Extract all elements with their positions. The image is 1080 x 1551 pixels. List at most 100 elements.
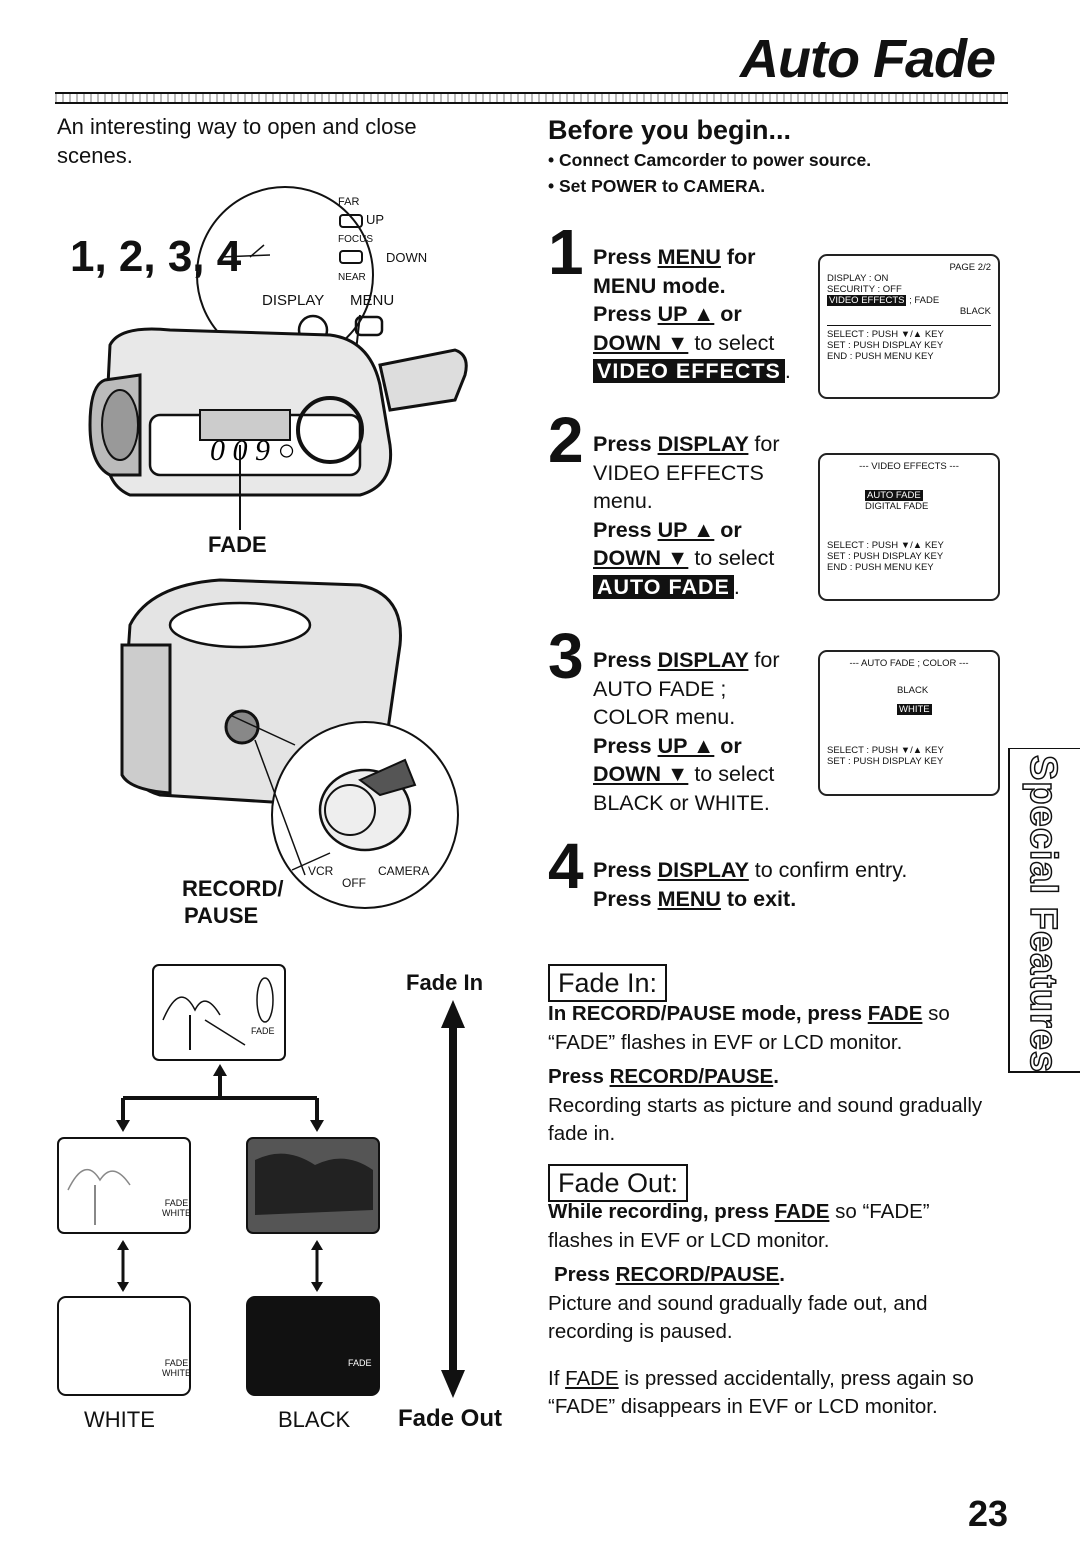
step-text: for xyxy=(754,648,780,672)
page-number: 23 xyxy=(967,1493,1008,1534)
fade-key-ref: FADE xyxy=(774,1200,830,1223)
step-text: menu. xyxy=(593,489,653,513)
focus-label: FOCUS xyxy=(338,234,373,245)
screen-footer: END : PUSH MENU KEY xyxy=(827,562,934,573)
side-tab-label: Special Features xyxy=(1021,754,1065,1074)
bullet-camera: • Set POWER to CAMERA. xyxy=(548,176,766,196)
fade-button-label: FADE xyxy=(208,532,267,557)
camera-label: CAMERA xyxy=(378,864,430,878)
para-text: If xyxy=(548,1366,560,1390)
down-key-ref: DOWN ▼ xyxy=(593,762,689,786)
menu-screen-1: PAGE 2/2 DISPLAY : ON SECURITY : OFF VID… xyxy=(818,254,1000,399)
fade-in-heading: Fade In: xyxy=(548,964,668,1002)
step-text: or xyxy=(720,302,742,326)
menu-button-label: MENU xyxy=(350,292,395,309)
fade-tag-top: FADE xyxy=(251,1026,275,1036)
fade-tag: FADE xyxy=(164,1358,189,1368)
white-tag: WHITE xyxy=(162,1208,191,1218)
para-text: so “FADE” flashes in EVF or LCD monitor. xyxy=(548,1002,950,1054)
para-text: . xyxy=(773,1065,779,1088)
screen-heading: --- VIDEO EFFECTS --- xyxy=(859,461,959,472)
bullet-power: • Connect Camcorder to power source. xyxy=(548,150,872,170)
up-key-ref: UP ▲ xyxy=(657,302,715,326)
down-key-ref: DOWN ▼ xyxy=(593,546,689,570)
screen-footer: SELECT : PUSH ▼/▲ KEY xyxy=(827,540,944,551)
step-text: to select xyxy=(694,762,775,786)
record-pause-label-1: RECORD/ xyxy=(182,876,284,901)
near-label: NEAR xyxy=(338,272,366,283)
step-text: . xyxy=(733,574,740,599)
title-rule xyxy=(55,92,1008,104)
step-3-text: Press DISPLAY for AUTO FADE ; COLOR menu… xyxy=(593,646,808,817)
camcorder-illustration: 0 0 9 ○ xyxy=(88,186,468,909)
fade-in-section: Fade In: xyxy=(548,964,668,1002)
white-tag: WHITE xyxy=(162,1368,191,1378)
screen-row-selected: AUTO FADE xyxy=(865,490,923,501)
display-key-ref: DISPLAY xyxy=(657,858,749,882)
fade-key-ref: FADE xyxy=(565,1366,619,1390)
step-text: or xyxy=(720,733,742,758)
step-text: Press xyxy=(593,733,652,758)
para-text: so “FADE” flashes in EVF or LCD monitor. xyxy=(548,1200,930,1252)
step-2-text: Press DISPLAY for VIDEO EFFECTS menu. Pr… xyxy=(593,430,808,601)
screen-row: BLACK xyxy=(897,685,929,696)
step-text: or xyxy=(720,517,742,542)
menu-screen-3: --- AUTO FADE ; COLOR --- BLACK WHITE SE… xyxy=(818,650,1000,796)
off-label: OFF xyxy=(342,876,366,890)
screen-row: ; FADE xyxy=(909,295,940,306)
fade-out-section: Fade Out: xyxy=(548,1164,689,1202)
step-4-number: 4 xyxy=(548,830,584,902)
step-3-number: 3 xyxy=(548,620,584,692)
auto-fade-highlight: AUTO FADE xyxy=(593,574,734,599)
screen-footer: SET : PUSH DISPLAY KEY xyxy=(827,551,944,562)
step-4-text: Press DISPLAY to confirm entry. Press ME… xyxy=(593,856,993,913)
step-callout-numbers: 1, 2, 3, 4 xyxy=(70,232,242,281)
para-text: Press xyxy=(554,1263,610,1286)
section-side-tab: Special Features xyxy=(1008,748,1080,1074)
step-text: . xyxy=(784,359,791,383)
fade-key-ref: FADE xyxy=(867,1002,923,1025)
screen-footer: SELECT : PUSH ▼/▲ KEY xyxy=(827,325,991,340)
fade-out-heading: Fade Out: xyxy=(548,1164,689,1202)
step-text: for xyxy=(754,432,780,456)
step-text: VIDEO EFFECTS xyxy=(593,460,764,485)
step-text: Press xyxy=(593,432,652,456)
up-label: UP xyxy=(366,212,385,227)
before-heading: Before you begin... xyxy=(548,115,792,145)
far-label: FAR xyxy=(338,196,360,208)
step-text: COLOR menu. xyxy=(593,705,736,729)
display-button-label: DISPLAY xyxy=(262,292,325,309)
screen-footer: SET : PUSH DISPLAY KEY xyxy=(827,340,944,351)
step-text: Press xyxy=(593,517,652,542)
step-text: BLACK or WHITE. xyxy=(593,790,770,815)
step-text: for xyxy=(726,245,756,269)
step-text: to exit. xyxy=(726,886,797,911)
display-key-ref: DISPLAY xyxy=(657,648,749,672)
para-text: In RECORD/PAUSE mode, press xyxy=(548,1002,863,1025)
step-1-text: Press MENU for MENU mode. Press UP ▲ or … xyxy=(593,243,808,386)
screen-footer: SELECT : PUSH ▼/▲ KEY xyxy=(827,745,944,756)
black-label: BLACK xyxy=(278,1407,351,1432)
vcr-label: VCR xyxy=(308,864,334,878)
para-text: is pressed accidentally, press again so … xyxy=(548,1366,974,1419)
fade-tag-black: FADE xyxy=(348,1358,372,1368)
screen-row: DISPLAY : ON xyxy=(827,273,889,284)
record-pause-key-ref: RECORD/PAUSE xyxy=(609,1065,774,1088)
screen-footer: END : PUSH MENU KEY xyxy=(827,351,934,362)
record-pause-label-2: PAUSE xyxy=(184,903,259,928)
step-text: MENU mode. xyxy=(593,273,726,298)
screen-row-selected: VIDEO EFFECTS xyxy=(827,295,907,306)
white-label: WHITE xyxy=(84,1407,155,1432)
menu-key-ref: MENU xyxy=(657,245,721,269)
step-text: to select xyxy=(694,546,775,570)
step-text: to confirm entry. xyxy=(754,858,908,882)
step-text: Press xyxy=(593,648,652,672)
para-text: . xyxy=(779,1263,785,1286)
screen-footer: SET : PUSH DISPLAY KEY xyxy=(827,756,944,767)
screen-heading: --- AUTO FADE ; COLOR --- xyxy=(849,658,969,669)
down-key-ref: DOWN ▼ xyxy=(593,330,689,355)
para-text: Press xyxy=(548,1065,604,1088)
up-key-ref: UP ▲ xyxy=(657,517,715,542)
